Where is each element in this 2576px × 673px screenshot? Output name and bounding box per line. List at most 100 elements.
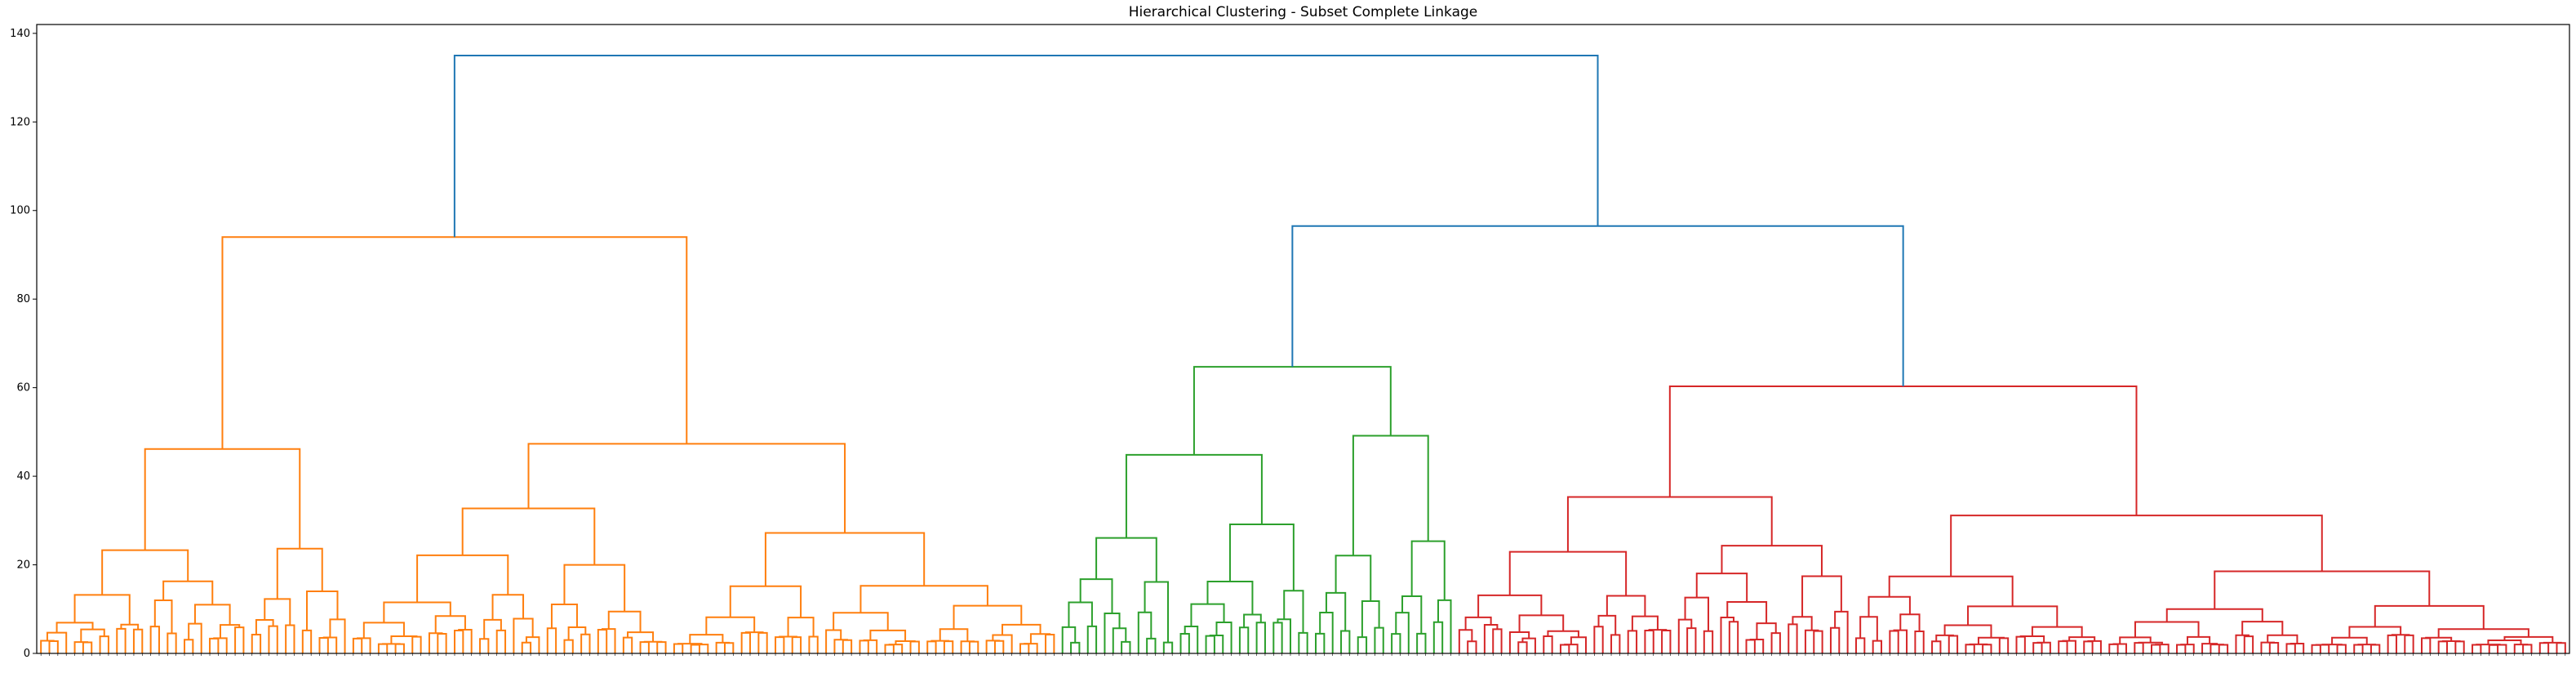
cluster-3-link (2165, 608, 2263, 622)
cluster-2-link (1193, 366, 1392, 455)
cluster-3-link (2134, 642, 2144, 653)
cluster-2-link (1340, 630, 1351, 653)
cluster-3-link (1606, 595, 1646, 617)
cluster-1-link (656, 641, 667, 653)
cluster-1-link (1024, 643, 1038, 653)
cluster-1-link (82, 641, 93, 653)
cluster-1-link (1029, 633, 1051, 644)
cluster-1-link (563, 564, 626, 612)
cluster-3-link (2108, 643, 2119, 653)
cluster-1-link (428, 632, 443, 653)
cluster-2-link (1357, 636, 1368, 653)
cluster-1-link (521, 641, 532, 653)
y-tick-label: 20 (16, 559, 30, 572)
cluster-3-link (1564, 644, 1579, 653)
cluster-3-link (1943, 624, 1992, 638)
plot-frame (36, 24, 2570, 654)
cluster-3-link (2155, 644, 2170, 653)
cluster-3-link (1792, 616, 1813, 631)
cluster-2-link (1401, 595, 1423, 634)
cluster-2-link (1277, 618, 1291, 653)
cluster-3-link (2311, 644, 2321, 653)
cluster-1-link (153, 599, 173, 634)
cluster-3-link (1770, 632, 1781, 653)
cluster-1-link (101, 549, 189, 595)
cluster-3-link (2186, 635, 2211, 645)
cluster-1-link (627, 631, 655, 642)
cluster-3-link (1695, 573, 1748, 603)
cluster-1-link (939, 628, 969, 642)
cluster-2-link (1112, 627, 1127, 653)
cluster-3-link (1804, 629, 1819, 653)
cluster-1-link (960, 640, 975, 653)
cluster-1-link (120, 623, 140, 630)
cluster-2-link (1272, 622, 1283, 653)
cluster-3-link (2151, 644, 2161, 653)
cluster-3-link (2260, 641, 2275, 653)
cluster-2-link (1315, 632, 1326, 653)
cluster-1-link (329, 618, 346, 653)
cluster-2-link (1437, 599, 1452, 653)
cluster-1-link (357, 637, 371, 653)
cluster-3-link (2235, 634, 2250, 653)
y-tick-label: 40 (16, 470, 30, 483)
cluster-3-link (2285, 643, 2296, 653)
cluster-1-link (833, 612, 889, 631)
cluster-3-link (2369, 644, 2381, 653)
cluster-1-link (453, 630, 464, 653)
cluster-1-link (842, 639, 853, 653)
cluster-2-link (1070, 641, 1081, 653)
cluster-3-link (1661, 629, 1672, 653)
cluster-3-link (1597, 614, 1617, 635)
cluster-3-link (2315, 644, 2330, 653)
cluster-1-link (461, 507, 596, 565)
cluster-1-link (639, 641, 650, 653)
cluster-1-link (740, 631, 752, 653)
cluster-1-link (40, 640, 55, 653)
cluster-3-link (1829, 626, 1841, 653)
cluster-1-link (992, 634, 1013, 653)
cluster-1-link (301, 629, 313, 653)
cluster-1-link (694, 644, 709, 653)
y-tick-label: 0 (24, 648, 30, 660)
cluster-1-link (909, 640, 920, 653)
cluster-1-link (764, 532, 926, 586)
cluster-3-link (1889, 630, 1899, 653)
cluster-2-link (1215, 621, 1232, 653)
cluster-3-link (2331, 636, 2368, 645)
cluster-2-link (1205, 635, 1215, 653)
cluster-3-link (1703, 630, 1714, 653)
cluster-1-link (479, 638, 490, 653)
cluster-3-link (1801, 575, 1842, 617)
top-merge-link (453, 54, 1599, 238)
cluster-1-link (458, 628, 473, 653)
cluster-1-link (1019, 643, 1030, 653)
cluster-3-link (1677, 618, 1693, 653)
cluster-3-link (1749, 638, 1765, 653)
cluster-2-link (1374, 626, 1384, 653)
cluster-1-link (859, 640, 869, 653)
cluster-2-link (1086, 625, 1098, 653)
cluster-3-link (1458, 629, 1473, 653)
cluster-1-link (149, 626, 160, 653)
cluster-3-link (1998, 637, 2010, 653)
cluster-3-link (1868, 595, 1911, 617)
cluster-2-link (1061, 626, 1077, 653)
cluster-3-link (2488, 644, 2499, 653)
cluster-3-link (1834, 610, 1849, 653)
cluster-1-link (495, 629, 507, 653)
cluster-1-link (80, 628, 105, 643)
cluster-2-link (1283, 590, 1304, 633)
cluster-3-link (1518, 614, 1565, 632)
cluster-3-link (2176, 644, 2187, 653)
cluster-1-link (993, 640, 1005, 653)
cluster-1-link (527, 443, 846, 533)
cluster-1-link (787, 617, 815, 637)
cluster-1-link (377, 643, 389, 653)
cluster-3-link (2348, 626, 2402, 638)
cluster-1-link (255, 618, 274, 635)
cluster-1-link (563, 639, 574, 653)
cluster-2-link (1255, 622, 1266, 653)
cluster-1-link (888, 644, 904, 653)
dendrogram-links (40, 54, 2566, 653)
